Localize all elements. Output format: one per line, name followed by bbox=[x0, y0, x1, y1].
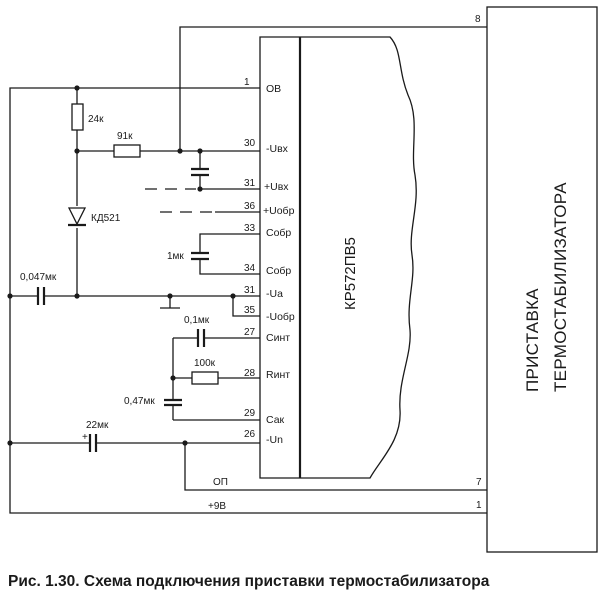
pin-name-cref-2: Собр bbox=[266, 265, 291, 277]
pin-name-un: -Un bbox=[266, 434, 283, 446]
attachment-box bbox=[486, 6, 598, 553]
wires bbox=[9, 26, 487, 514]
attachment-pin-8: 8 bbox=[475, 14, 481, 25]
pin-name-ob: OB bbox=[266, 83, 281, 95]
pin-num-31a: 31 bbox=[244, 178, 256, 189]
pin-num-28: 28 bbox=[244, 368, 256, 379]
pin-name-ua: -Ua bbox=[266, 288, 283, 300]
capacitor-22mk-label: 22мк bbox=[86, 420, 109, 431]
pin-num-29: 29 bbox=[244, 408, 256, 419]
pin-num-33: 33 bbox=[244, 223, 256, 234]
capacitor-01mk-label: 0,1мк bbox=[184, 315, 210, 326]
resistor-24k-label: 24к bbox=[88, 114, 104, 125]
capacitor-1mk-label: 1мк bbox=[167, 251, 184, 262]
resistor-24k bbox=[71, 103, 84, 131]
pin-name-rint: Rинт bbox=[266, 369, 290, 381]
attachment-label-line1: ПРИСТАВКА bbox=[523, 288, 542, 392]
diode-kd521-label: КД521 bbox=[91, 213, 121, 224]
resistor-100k bbox=[191, 371, 219, 385]
diode-kd521 bbox=[67, 207, 87, 226]
resistor-91k bbox=[113, 144, 141, 158]
pin-name-cint: Синт bbox=[266, 332, 290, 344]
pin-num-31b: 31 bbox=[244, 285, 256, 296]
resistor-100k-label: 100к bbox=[194, 358, 216, 369]
pin-num-26: 26 bbox=[244, 429, 256, 440]
pin-name-caz: Сак bbox=[266, 414, 285, 426]
chip-outline bbox=[259, 36, 417, 479]
pin-num-27: 27 bbox=[244, 327, 256, 338]
pin-num-36: 36 bbox=[244, 201, 256, 212]
attachment-pin-1: 1 bbox=[476, 500, 482, 511]
figure-caption: Рис. 1.30. Схема подключения приставки т… bbox=[8, 573, 490, 590]
net-label-op: ОП bbox=[213, 477, 228, 488]
pin-num-35: 35 bbox=[244, 305, 256, 316]
pin-num-34: 34 bbox=[244, 263, 256, 274]
attachment-label-line2: ТЕРМОСТАБИЛИЗАТОРА bbox=[551, 182, 570, 392]
chip-label: КР572ПВ5 bbox=[342, 237, 359, 310]
capacitor-047mk-label: 0,47мк bbox=[124, 396, 155, 407]
pin-num-30: 30 bbox=[244, 138, 256, 149]
pin-name-uref-pos: +Uобр bbox=[263, 205, 295, 217]
capacitor-0047mk-label: 0,047мк bbox=[20, 272, 57, 283]
pin-name-uin-neg: -Uвх bbox=[266, 143, 289, 155]
pin-name-uin-pos: +Uвх bbox=[264, 181, 289, 193]
pin-name-uref-neg: -Uобр bbox=[266, 311, 295, 323]
net-label-9v: +9В bbox=[208, 501, 226, 512]
pin-name-cref-1: Собр bbox=[266, 227, 291, 239]
resistor-91k-label: 91к bbox=[117, 131, 133, 142]
attachment-pin-7: 7 bbox=[476, 477, 482, 488]
junction-dots bbox=[7, 85, 236, 446]
capacitor-22mk-plus: + bbox=[82, 432, 88, 443]
pin-num-1: 1 bbox=[244, 77, 250, 88]
